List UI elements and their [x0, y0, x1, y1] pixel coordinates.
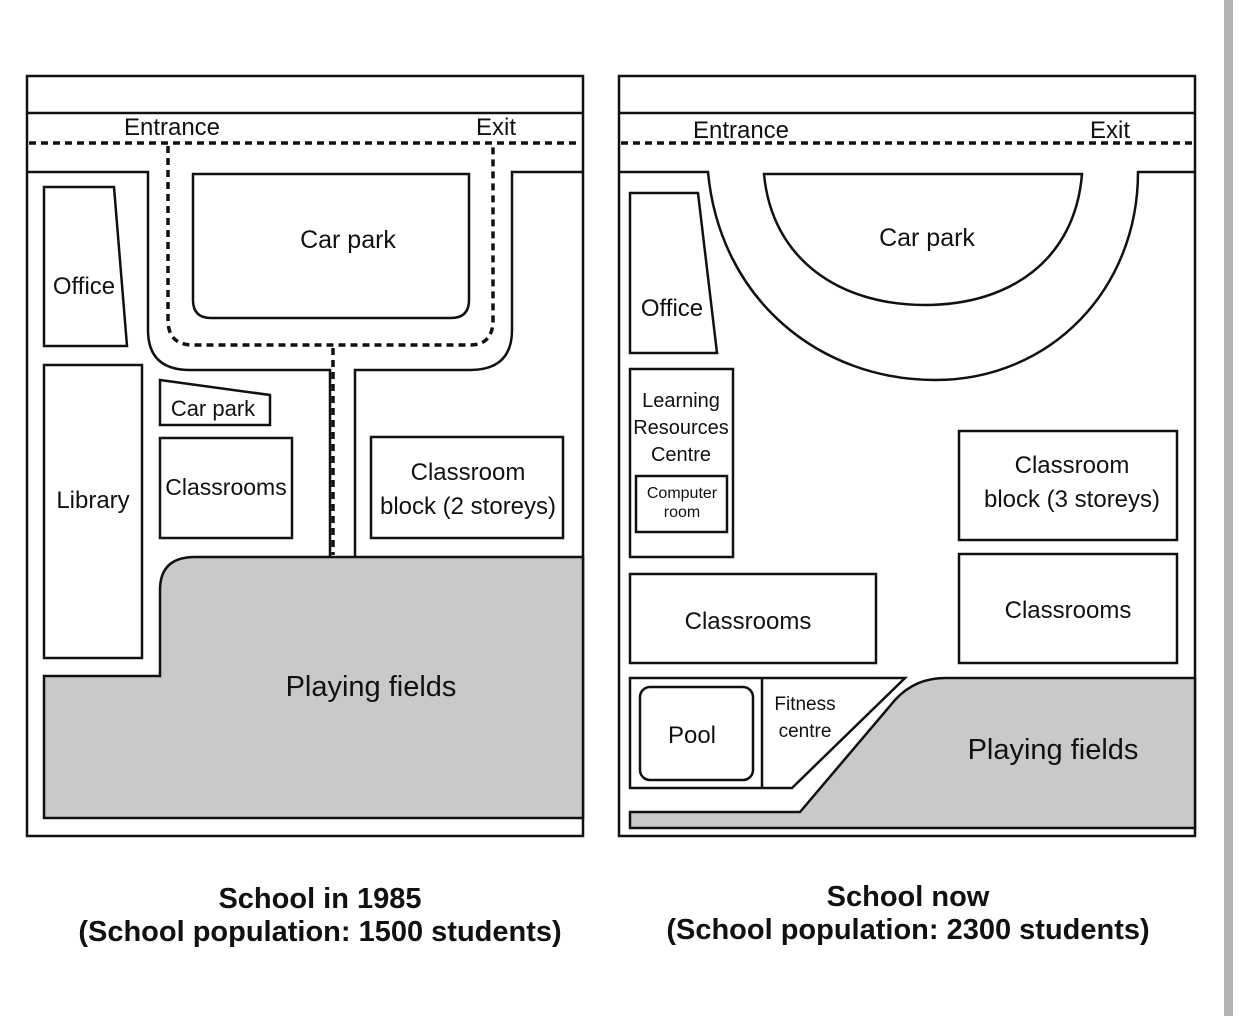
classroom-block-label-2: block (2 storeys): [380, 493, 556, 520]
road-edge-right: [353, 170, 583, 557]
exit-label: Exit: [476, 114, 516, 141]
car-park-main: [191, 172, 471, 320]
playing-fields-label: Playing fields: [968, 734, 1139, 766]
road-edge-left: [27, 170, 332, 557]
lrc-label-3: Centre: [651, 444, 711, 466]
caption-1985-population: (School population: 1500 students): [78, 916, 561, 948]
map-now: Entrance Exit Car park Office Learning R…: [617, 74, 1197, 946]
classrooms-right-building: [957, 552, 1179, 665]
driveway-centre-line: [166, 146, 495, 347]
entrance-label: Entrance: [124, 114, 220, 141]
driveway-outer-edge: [619, 170, 1195, 382]
office-label: Office: [53, 273, 115, 300]
learning-resources-centre: [628, 367, 735, 559]
car-park-area: [762, 172, 1084, 307]
caption-now-title: School now: [827, 881, 990, 913]
classrooms-left-building: [628, 572, 878, 665]
classrooms-label: Classrooms: [165, 474, 286, 500]
classrooms-left-label: Classrooms: [685, 608, 812, 635]
office-building: [628, 191, 719, 355]
classrooms-building: [158, 436, 294, 540]
office-building: [42, 185, 129, 348]
car-park-small: [158, 378, 272, 427]
caption-1985-title: School in 1985: [218, 883, 421, 915]
classroom-block-label-1: Classroom: [411, 459, 526, 486]
pool-label: Pool: [668, 722, 716, 749]
classroom-block-label-1: Classroom: [1015, 452, 1130, 479]
fitness-centre-label-2: centre: [779, 721, 832, 742]
classrooms-right-label: Classrooms: [1005, 597, 1132, 624]
classroom-block-building: [957, 429, 1179, 542]
car-park-small-label: Car park: [171, 396, 256, 421]
playing-fields-area: [628, 676, 1197, 830]
scrollbar[interactable]: [1224, 0, 1233, 1016]
lrc-label-1: Learning: [642, 390, 720, 412]
pool: [638, 685, 755, 782]
caption-now-population: (School population: 2300 students): [666, 914, 1149, 946]
map-1985: Entrance Exit Car park Office Car park L…: [25, 74, 585, 948]
exit-label: Exit: [1090, 117, 1130, 144]
lrc-label-2: Resources: [633, 417, 729, 439]
playing-fields-area: [42, 555, 585, 820]
map-1985-border: [25, 74, 585, 838]
computer-room: [634, 474, 729, 534]
fitness-centre-label-1: Fitness: [774, 694, 835, 715]
computer-room-label-2: room: [664, 504, 700, 521]
map-now-border: [617, 74, 1197, 838]
classroom-block-building: [369, 435, 565, 540]
playing-fields-label: Playing fields: [286, 671, 457, 703]
sports-building: [628, 676, 909, 790]
classroom-block-label-2: block (3 storeys): [984, 486, 1160, 513]
library-building: [42, 363, 144, 660]
entrance-label: Entrance: [693, 117, 789, 144]
computer-room-label-1: Computer: [647, 485, 718, 502]
library-label: Library: [56, 487, 129, 514]
office-label: Office: [641, 295, 703, 322]
car-park-label: Car park: [879, 224, 975, 252]
car-park-label: Car park: [300, 226, 396, 254]
